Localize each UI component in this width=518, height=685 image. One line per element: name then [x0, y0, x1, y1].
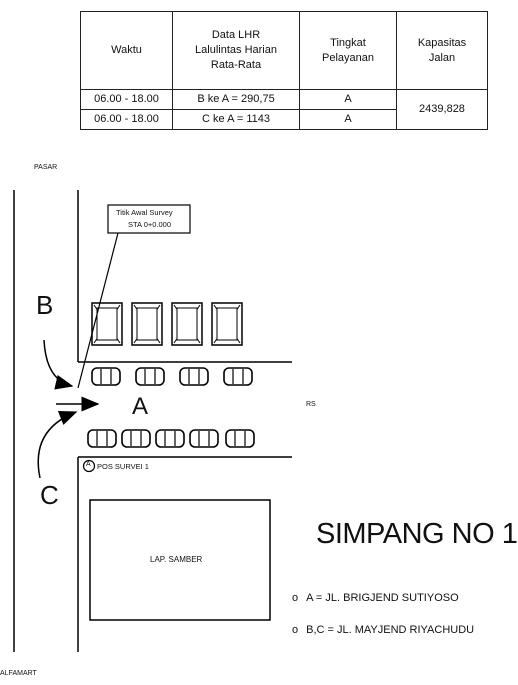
- table-row: 06.00 - 18.00 B ke A = 290,75 A 2439,828: [80, 89, 488, 130]
- car: [91, 367, 121, 386]
- survey-callout-line1: Titik Awal Survey: [116, 208, 173, 217]
- parking-stall: [91, 302, 123, 346]
- legend-item: o A = JL. BRIGJEND SUTIYOSO: [292, 592, 459, 604]
- label-pos-survei: POS SURVEI 1: [97, 462, 149, 471]
- car: [179, 367, 209, 386]
- header-kapasitas: Kapasitas Jalan: [396, 11, 488, 90]
- cell-pelayanan: A: [299, 109, 397, 130]
- car: [87, 429, 117, 448]
- pos-survei-marker-letter: A: [86, 461, 91, 468]
- survey-callout-box: [107, 204, 191, 234]
- car: [189, 429, 219, 448]
- legend-bullet-icon: o: [292, 592, 299, 604]
- label-b: B: [36, 290, 54, 320]
- parking-stall: [171, 302, 203, 346]
- parking-stall: [131, 302, 163, 346]
- label-c: C: [40, 480, 59, 510]
- car: [135, 367, 165, 386]
- diagram-title: SIMPANG NO 1: [316, 518, 518, 550]
- table-header-row: Waktu Data LHR Lalulintas Harian Rata-Ra…: [80, 11, 488, 90]
- survey-callout-line2: STA 0+0.000: [128, 220, 172, 229]
- label-lap-samber: LAP. SAMBER: [150, 555, 203, 564]
- label-pasar: PASAR: [34, 164, 58, 171]
- cell-waktu: 06.00 - 18.00: [80, 109, 173, 130]
- pos-survei-marker: [82, 459, 96, 473]
- arrow-b: [43, 339, 74, 390]
- header-pelayanan: Tingkat Pelayanan: [299, 11, 397, 90]
- cell-lhr: C ke A = 1143: [172, 109, 300, 130]
- label-rs: RS: [306, 401, 316, 408]
- car: [223, 367, 253, 386]
- car: [225, 429, 255, 448]
- car: [155, 429, 185, 448]
- survey-leader-line: [77, 232, 119, 389]
- legend-item: o B,C = JL. MAYJEND RIYACHUDU: [292, 624, 474, 636]
- lap-samber-box: [89, 499, 271, 621]
- lhr-table: Waktu Data LHR Lalulintas Harian Rata-Ra…: [80, 11, 488, 130]
- parking-stall: [211, 302, 243, 346]
- legend-text: B,C = JL. MAYJEND RIYACHUDU: [306, 624, 475, 636]
- car: [121, 429, 151, 448]
- header-lhr: Data LHR Lalulintas Harian Rata-Rata: [172, 11, 300, 90]
- legend-text: A = JL. BRIGJEND SUTIYOSO: [306, 592, 459, 604]
- cell-kapasitas: 2439,828: [396, 89, 488, 130]
- header-waktu: Waktu: [80, 11, 173, 90]
- legend-bullet-icon: o: [292, 624, 299, 636]
- table-row: 06.00 - 18.00 C ke A = 1143 A: [80, 109, 488, 130]
- arrow-c: [37, 411, 78, 479]
- label-alfamart: ALFAMART: [0, 670, 37, 677]
- label-a: A: [132, 393, 149, 420]
